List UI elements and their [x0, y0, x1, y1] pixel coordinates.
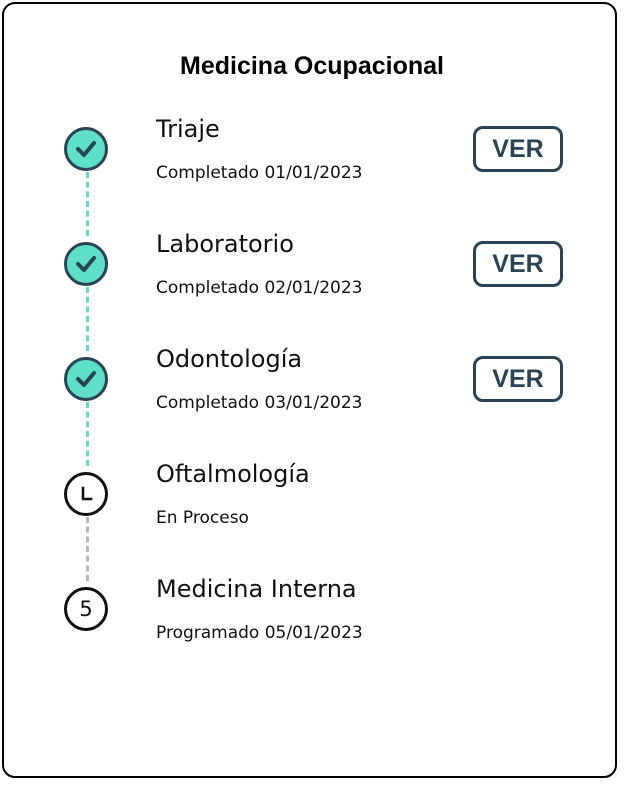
- page-title: Medicina Ocupacional: [180, 52, 444, 80]
- step-status: Completado 01/01/2023: [156, 163, 363, 183]
- view-button[interactable]: VER: [473, 126, 563, 172]
- step-completed-marker: [64, 127, 108, 171]
- timeline-connector-pending: [86, 517, 89, 581]
- step-name: Medicina Interna: [156, 575, 357, 603]
- step-status: En Proceso: [156, 508, 249, 528]
- step-scheduled-marker: 5: [64, 587, 108, 631]
- step-completed-marker: [64, 242, 108, 286]
- clock-icon: [81, 486, 93, 501]
- step-name: Triaje: [156, 115, 220, 143]
- step-name: Odontología: [156, 345, 303, 373]
- view-button[interactable]: VER: [473, 241, 563, 287]
- check-icon: [76, 256, 96, 272]
- step-status: Completado 03/01/2023: [156, 393, 363, 413]
- step-name: Laboratorio: [156, 230, 294, 258]
- step-name: Oftalmología: [156, 460, 310, 488]
- step-status: Completado 02/01/2023: [156, 278, 363, 298]
- timeline-connector: [86, 287, 89, 351]
- step-status: Programado 05/01/2023: [156, 623, 363, 643]
- view-button[interactable]: VER: [473, 356, 563, 402]
- step-in-progress-marker: [64, 472, 108, 516]
- timeline-connector: [86, 172, 89, 236]
- check-icon: [76, 141, 96, 157]
- timeline-connector: [86, 402, 89, 466]
- check-icon: [76, 371, 96, 387]
- step-completed-marker: [64, 357, 108, 401]
- step-number: 5: [79, 596, 93, 621]
